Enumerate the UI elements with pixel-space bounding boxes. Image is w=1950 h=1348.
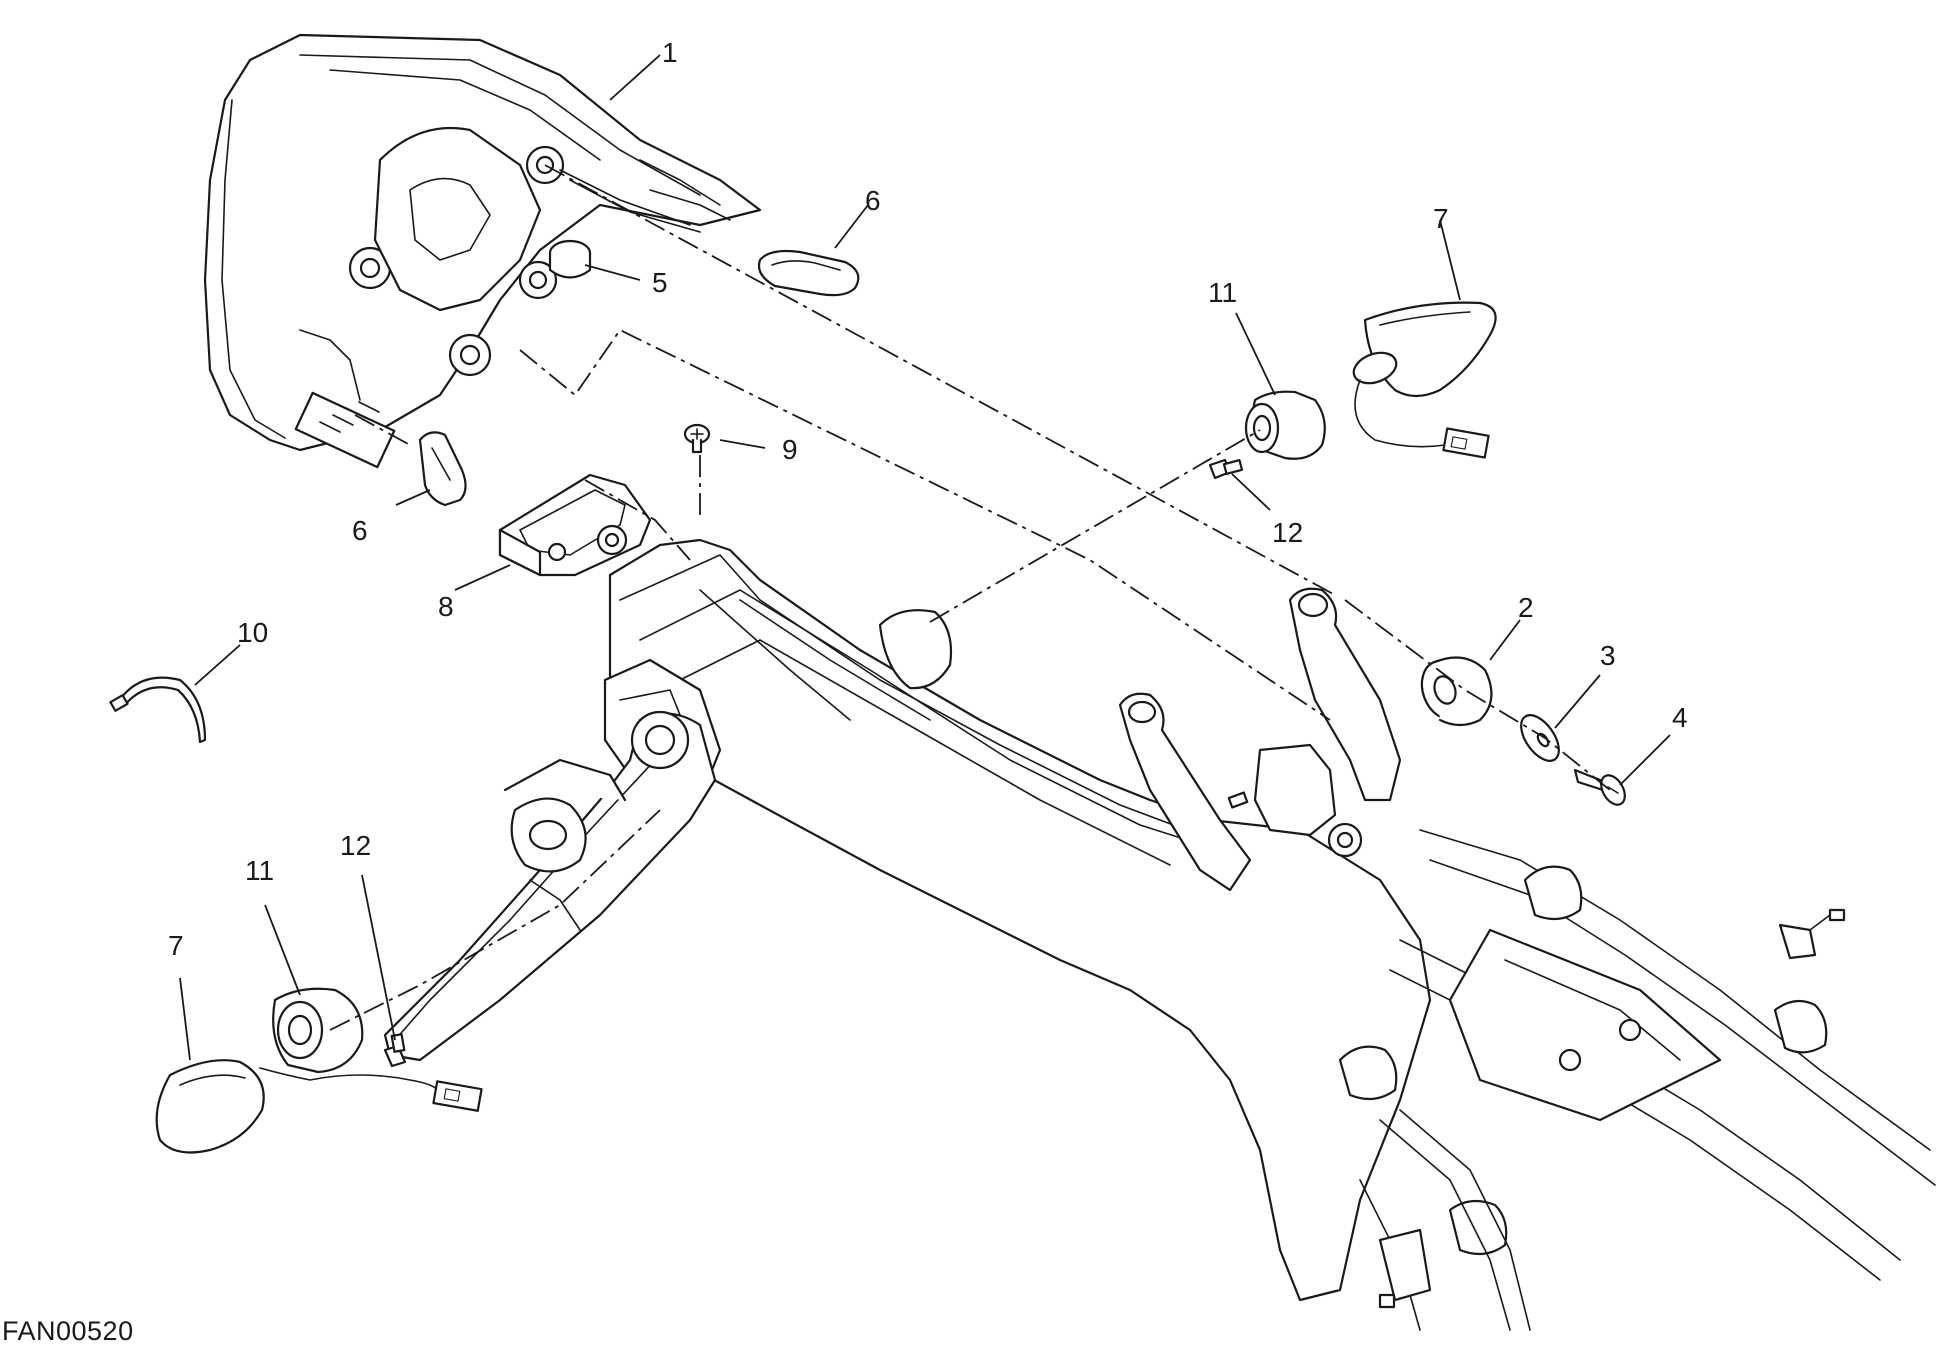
- bolt-4: [1573, 768, 1626, 806]
- washer-3: [1520, 714, 1560, 762]
- bracket-8: [498, 473, 652, 577]
- screw-9: [683, 423, 711, 454]
- screw-12-left: [383, 1033, 407, 1068]
- callout-11-left: 11: [245, 855, 274, 886]
- callout-9: 9: [782, 434, 798, 465]
- callout-8: 8: [438, 591, 454, 622]
- callout-6-top: 6: [865, 185, 881, 216]
- rubber-plug-6-top: [757, 249, 860, 297]
- rear-subframe: [603, 538, 1432, 1302]
- screw-12-right: [1208, 458, 1244, 480]
- tail-light-assembly: [203, 33, 762, 469]
- callout-7-right: 7: [1433, 203, 1449, 234]
- callout-10: 10: [237, 617, 268, 648]
- left-support-bracket: [383, 710, 717, 1062]
- turn-indicator-7-right: [1352, 301, 1497, 459]
- callout-1: 1: [662, 37, 678, 68]
- callout-11-right: 11: [1208, 277, 1237, 308]
- callout-12-right: 12: [1272, 517, 1303, 548]
- rubber-plug-6-left: [418, 431, 467, 507]
- grommet-2: [1420, 656, 1493, 727]
- callout-2: 2: [1518, 592, 1534, 623]
- grommet-11-right: [1244, 390, 1326, 460]
- callout-labels: 1 2 3 4 5 6 6 7 7 8 9 10 11 11 12 12: [168, 37, 1688, 961]
- grommet-11-left: [272, 987, 364, 1074]
- callout-5: 5: [652, 267, 668, 298]
- callout-3: 3: [1600, 640, 1616, 671]
- leader-lines: [179, 54, 1671, 1061]
- callout-6-left: 6: [352, 515, 368, 546]
- callout-4: 4: [1672, 702, 1688, 733]
- rubber-grommet-5: [548, 239, 592, 279]
- rear-tube-frame: [1338, 829, 1936, 1331]
- figure-code: FAN00520: [2, 1316, 134, 1346]
- cable-tie-10: [109, 676, 207, 744]
- turn-indicator-7-left: [155, 1059, 483, 1154]
- callout-7-left: 7: [168, 930, 184, 961]
- callout-12-left: 12: [340, 830, 371, 861]
- assembly-lines: [329, 164, 1611, 1031]
